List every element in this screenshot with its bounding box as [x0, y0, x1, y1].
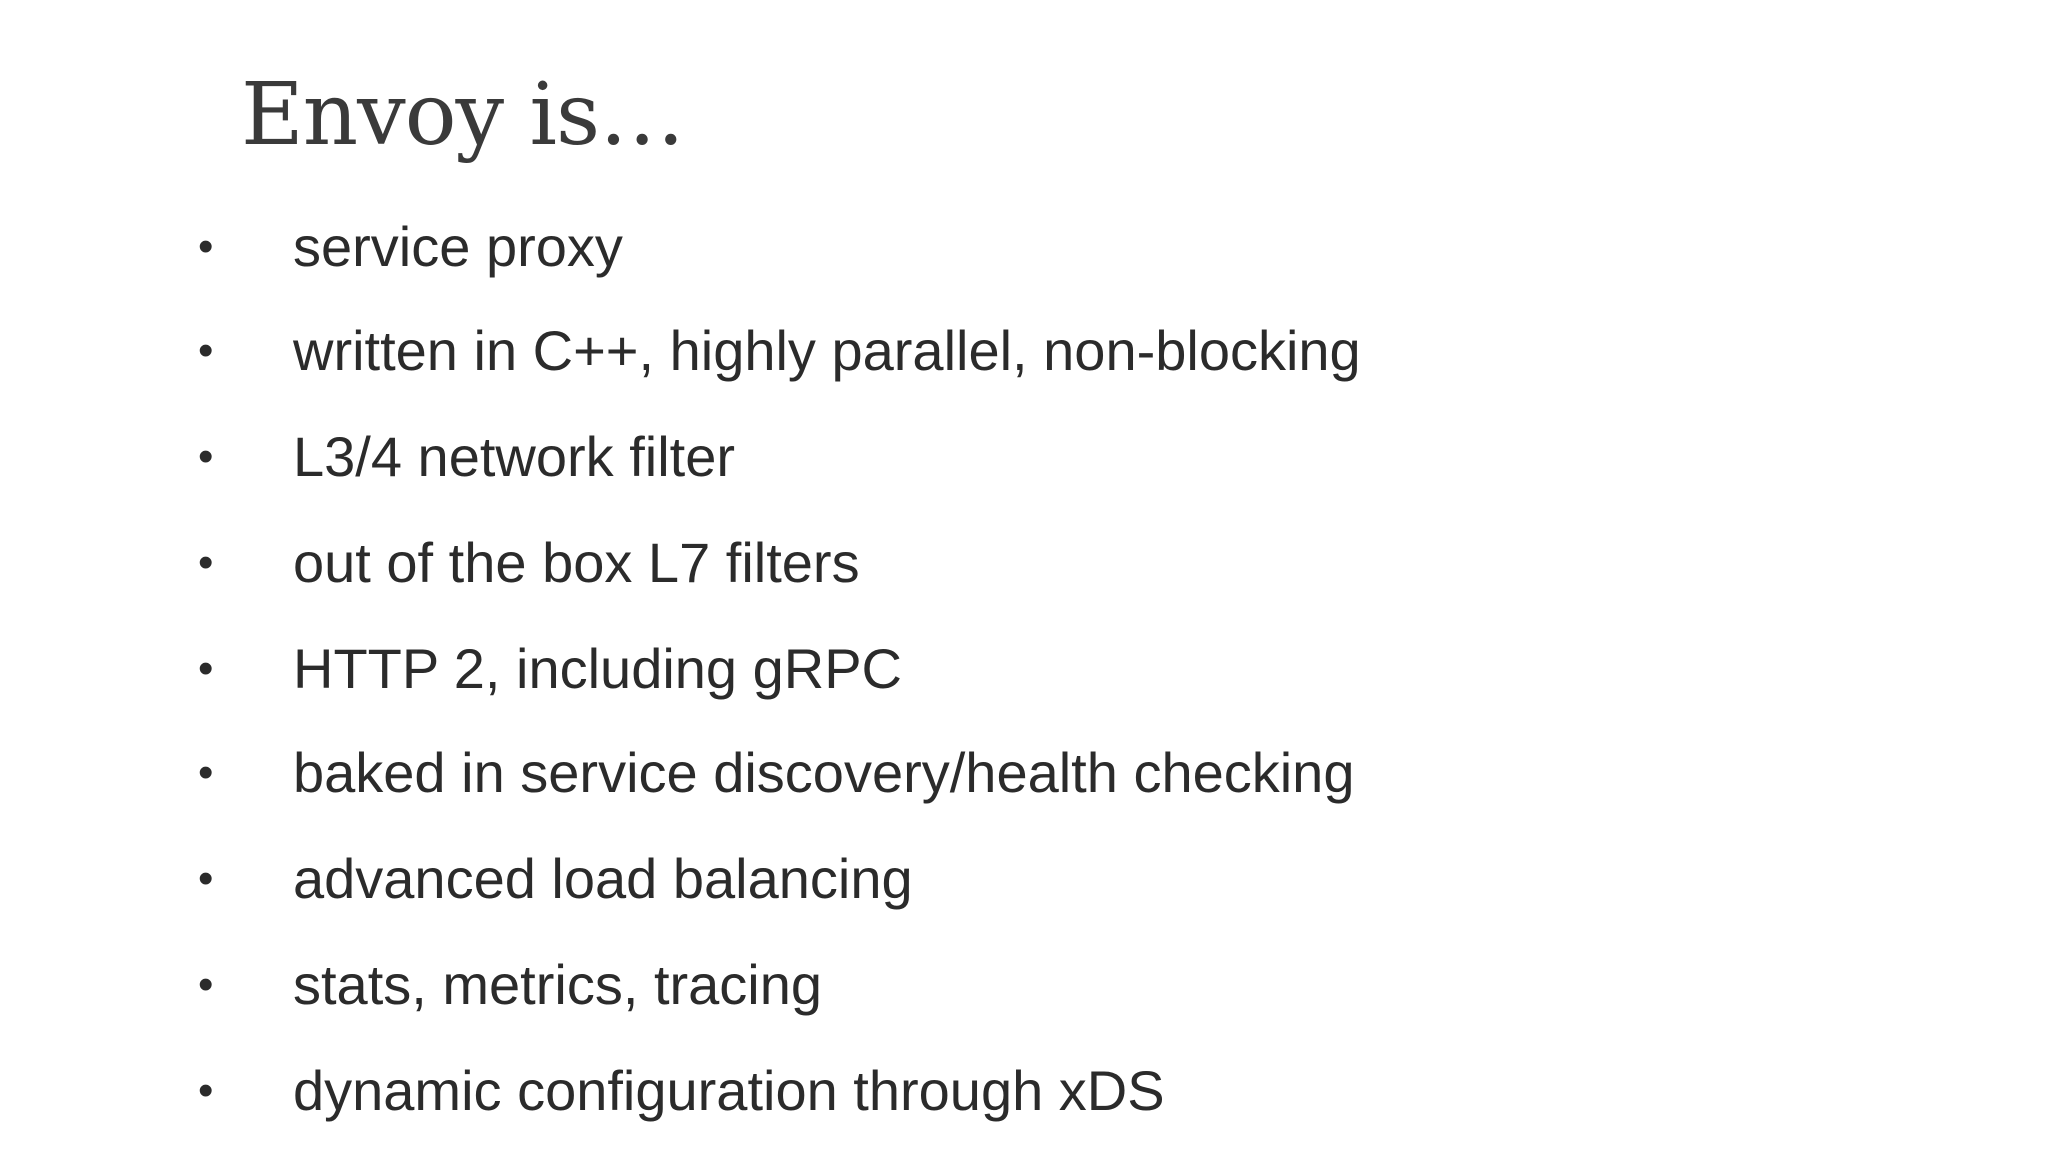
list-item: • dynamic configuration through xDS — [0, 1051, 1800, 1131]
list-item: • advanced load balancing — [0, 839, 1800, 919]
bullet-dot-icon: • — [198, 538, 214, 587]
slide-title: Envoy is… — [241, 65, 685, 165]
bullet-dot-icon: • — [198, 960, 214, 1009]
bullet-dot-icon: • — [198, 222, 214, 271]
bullet-text: HTTP 2, including gRPC — [293, 637, 902, 700]
bullet-dot-icon: • — [198, 854, 214, 903]
list-item: • out of the box L7 filters — [0, 523, 1800, 603]
list-item: • stats, metrics, tracing — [0, 945, 1800, 1025]
bullet-dot-icon: • — [198, 644, 214, 693]
list-item: • HTTP 2, including gRPC — [0, 629, 1800, 709]
bullet-dot-icon: • — [198, 1066, 214, 1115]
bullet-dot-icon: • — [198, 326, 214, 375]
bullet-text: advanced load balancing — [293, 847, 913, 910]
bullet-dot-icon: • — [198, 432, 214, 481]
list-item: • written in C++, highly parallel, non-b… — [0, 311, 1800, 391]
bullet-text: baked in service discovery/health checki… — [293, 741, 1355, 804]
bullet-text: written in C++, highly parallel, non-blo… — [293, 319, 1361, 382]
bullet-dot-icon: • — [198, 748, 214, 797]
bullet-text: service proxy — [293, 215, 623, 278]
bullet-text: out of the box L7 filters — [293, 531, 860, 594]
bullet-text: L3/4 network filter — [293, 425, 735, 488]
list-item: • service proxy — [0, 207, 1800, 287]
list-item: • L3/4 network filter — [0, 417, 1800, 497]
list-item: • baked in service discovery/health chec… — [0, 733, 1800, 813]
bullet-text: stats, metrics, tracing — [293, 953, 823, 1016]
bullet-text: dynamic configuration through xDS — [293, 1059, 1165, 1122]
